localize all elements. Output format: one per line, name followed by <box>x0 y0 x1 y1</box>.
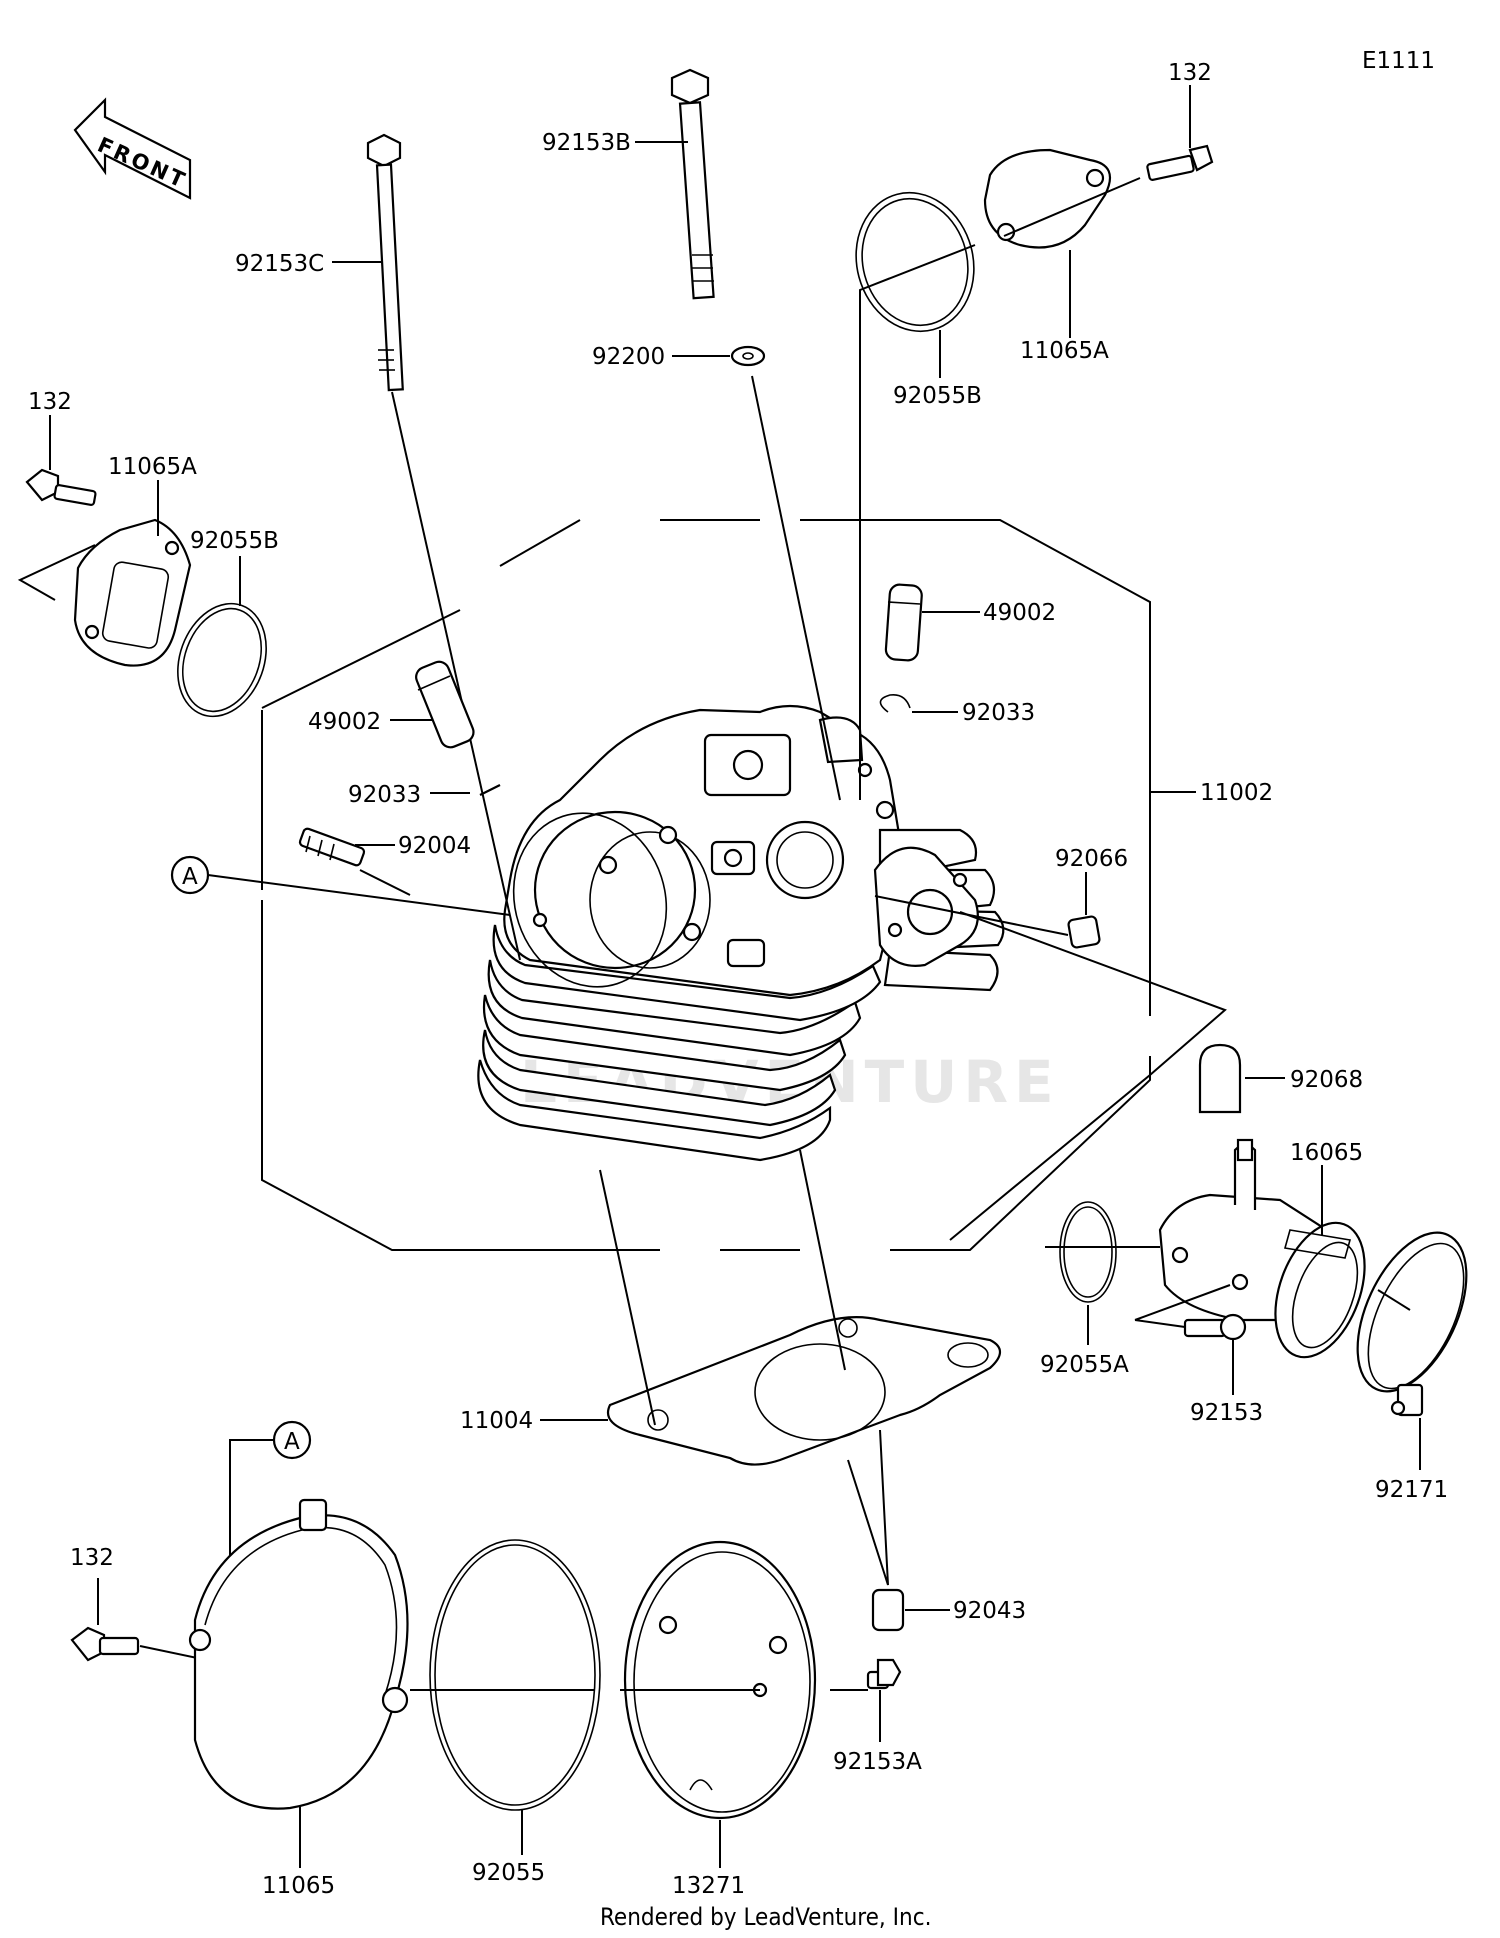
leader-washer-path <box>751 375 841 801</box>
label-92033-right: 92033 <box>962 700 1035 726</box>
label-132-top: 132 <box>1168 60 1212 86</box>
label-11002: 11002 <box>1200 780 1273 806</box>
callout-a-head-leader <box>207 874 511 916</box>
clip-92033-right <box>879 693 911 713</box>
label-92043: 92043 <box>953 1598 1026 1624</box>
label-92004: 92004 <box>398 833 471 859</box>
washer-92200 <box>730 345 766 367</box>
label-49002-left: 49002 <box>308 709 381 735</box>
cap-13271 <box>623 1540 817 1820</box>
front-arrow-icon: FRONT <box>73 97 192 200</box>
cover-top-bolt-line <box>1003 177 1141 237</box>
label-11065a-left: 11065A <box>108 454 197 480</box>
dowel-92066 <box>1067 915 1101 949</box>
label-132-left: 132 <box>28 389 72 415</box>
label-92055b-top: 92055B <box>893 383 982 409</box>
gasket-11004 <box>607 1316 1002 1466</box>
label-92033-left: 92033 <box>348 782 421 808</box>
clamp-path-line <box>1377 1289 1411 1311</box>
bolt-92153 <box>1183 1313 1247 1341</box>
assembly-boundary <box>261 519 1151 1251</box>
head-o-ring <box>512 812 668 988</box>
label-92055a: 92055A <box>1040 1352 1129 1378</box>
dowel-92043 <box>871 1588 905 1632</box>
bolt-92153b <box>670 68 715 300</box>
bolt-92153c <box>366 133 404 392</box>
label-11065a-top: 11065A <box>1020 338 1109 364</box>
callout-a-bottom-label: A <box>284 1429 300 1455</box>
label-92068: 92068 <box>1290 1067 1363 1093</box>
label-16065: 16065 <box>1290 1140 1363 1166</box>
leader-bolt-92153c-path <box>391 391 521 961</box>
intake-16065 <box>1158 1138 1366 1359</box>
oring-92055b-left <box>177 602 267 718</box>
label-92153a: 92153A <box>833 1749 922 1775</box>
label-92171: 92171 <box>1375 1477 1448 1503</box>
label-11004: 11004 <box>460 1408 533 1434</box>
intake-bolt-line <box>1134 1319 1186 1328</box>
intake-path-line <box>949 911 1227 1241</box>
label-49002-right: 49002 <box>983 600 1056 626</box>
intake-bolt-line-b <box>1134 1284 1231 1321</box>
stud-92004-path <box>359 869 411 896</box>
cap-92068 <box>1198 1043 1242 1114</box>
bolt-132-top <box>1146 144 1214 181</box>
label-92153: 92153 <box>1190 1400 1263 1426</box>
clip-92033-left <box>479 784 501 796</box>
label-13271: 13271 <box>672 1873 745 1899</box>
label-92055b-left: 92055B <box>190 528 279 554</box>
bolt-92153a <box>866 1658 902 1690</box>
gasket-path-left <box>599 1169 656 1426</box>
label-11065: 11065 <box>262 1873 335 1899</box>
label-92200: 92200 <box>592 344 665 370</box>
gasket-path-right <box>799 1149 846 1371</box>
clamp-92171 <box>1356 1231 1468 1417</box>
dowel-92043-path <box>847 1429 889 1586</box>
stud-92004 <box>298 827 366 867</box>
oring-92055 <box>429 1539 601 1811</box>
oring-top-path <box>859 244 976 800</box>
bolt-132-left <box>25 468 97 506</box>
oring-92055a <box>1059 1201 1117 1303</box>
label-92153b: 92153B <box>542 130 631 156</box>
callout-a-head-label: A <box>182 864 198 890</box>
oring-92055b-top <box>855 191 975 333</box>
valve-guide-49002-left <box>415 660 475 749</box>
footer-credit: Rendered by LeadVenture, Inc. <box>600 1903 931 1931</box>
label-132-bottom: 132 <box>70 1545 114 1571</box>
diagram-code: E1111 <box>1362 48 1435 74</box>
valve-guide-49002-right <box>884 583 923 662</box>
label-92066: 92066 <box>1055 846 1128 872</box>
cover-11065 <box>188 1498 409 1810</box>
label-92153c: 92153C <box>235 251 324 277</box>
bolt-132-bottom <box>70 1626 140 1662</box>
label-92055: 92055 <box>472 1860 545 1886</box>
cover-left-bolt-line <box>17 544 96 601</box>
cylinder-head <box>477 704 1005 1162</box>
